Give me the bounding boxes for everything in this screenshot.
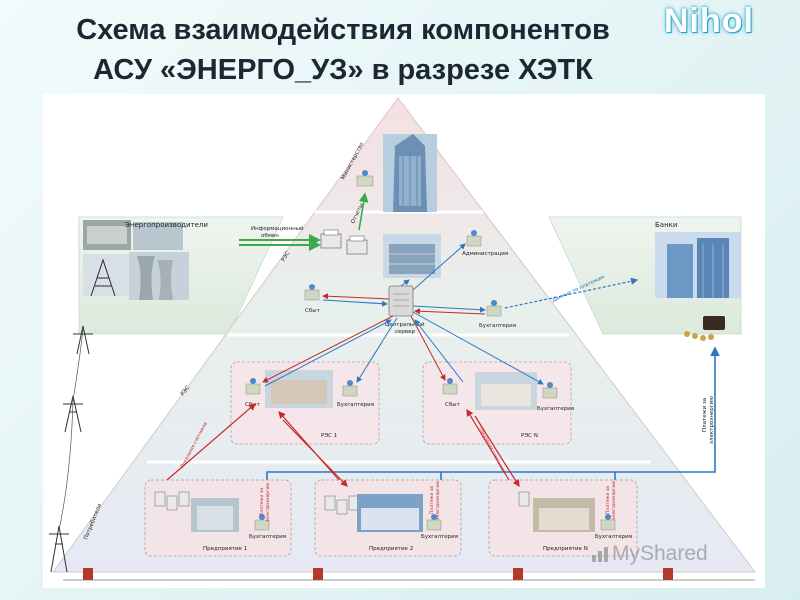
watermark-text: MyShared xyxy=(612,542,708,565)
enterprise-2-box xyxy=(314,479,462,557)
payments-label-1: Платежи за xyxy=(702,398,708,432)
enterprise-n-payments-2: электроэнергию xyxy=(612,481,617,520)
server-to-res1-sales-arrow xyxy=(262,315,394,383)
enterprise-1-box xyxy=(144,479,292,557)
enterprise-1-accounting-label: Бухгалтерия xyxy=(249,534,286,540)
enterprise-1-accounting-icon xyxy=(254,514,270,531)
server-to-resn-accounting-arrow xyxy=(412,311,544,385)
res-1-name: РЭС 1 xyxy=(321,433,337,439)
res-n-accounting-icon xyxy=(542,382,558,399)
wallet-coins-icon xyxy=(684,316,725,341)
enterprise-1-payments-1: Платежи за xyxy=(259,488,265,516)
ministry-operator-icon xyxy=(356,170,374,187)
res1-to-enterprise2-arrow xyxy=(282,419,348,487)
central-sales-icon xyxy=(304,284,320,301)
reports-printer-icons xyxy=(320,229,368,255)
res-n-sales-icon xyxy=(442,378,458,395)
payment-data-arrow xyxy=(504,277,639,309)
producers-images xyxy=(83,220,189,300)
enterprise-2-payments-1: Платежи за xyxy=(429,486,435,514)
distribution-line xyxy=(63,568,755,581)
enterprise-2-accounting-icon xyxy=(426,514,442,531)
head-office-building-image xyxy=(383,234,441,278)
enterprise-2-payments-2: электроэнергию xyxy=(436,481,441,520)
res-1-box xyxy=(230,361,380,445)
res-1-sales-label: Сбыт xyxy=(245,402,261,408)
server-to-res1-accounting-arrow xyxy=(356,317,398,383)
central-server-label-1: Центральный xyxy=(385,321,425,328)
enterprise-n-accounting-icon xyxy=(600,514,616,531)
banks-label: Банки xyxy=(655,221,677,229)
enterprise-n-payments-1: Платежи за xyxy=(605,486,611,514)
resn-to-enterprisen-arrow xyxy=(474,415,520,488)
watermark-chart-icon xyxy=(592,547,608,562)
central-accounting-label: Бухгалтерия xyxy=(479,323,516,329)
resn-to-server-arrow xyxy=(414,319,464,383)
bank-building-image xyxy=(655,232,741,298)
payments-label-2: электроэнергию xyxy=(709,396,715,444)
title-line-1: Схема взаимодействия компонентов xyxy=(76,14,610,46)
server-to-head-office-arrow xyxy=(400,279,410,287)
server-to-accounting-arrow xyxy=(412,305,486,313)
enterprise-1-name: Предприятие 1 xyxy=(203,546,247,552)
brand-logo: Nihol xyxy=(664,2,754,40)
level-label-res: РЭС xyxy=(180,385,192,397)
central-accounting-icon xyxy=(486,300,502,317)
meter-readings-arrow-3 xyxy=(466,408,510,481)
enterprise-n-box xyxy=(488,479,638,557)
meter-readings-arrow-1 xyxy=(166,403,256,481)
reports-to-ministry-arrow xyxy=(358,192,369,231)
res-n-sales-label: Сбыт xyxy=(445,402,461,408)
payments-bus-line xyxy=(266,466,716,480)
res-1-accounting-label: Бухгалтерия xyxy=(337,402,374,408)
ministry-building-image xyxy=(383,134,437,212)
diagram-canvas: Министерство Отчеты Информационный обмен… xyxy=(49,97,757,581)
server-to-sales-arrow xyxy=(322,293,390,300)
res-ref-label: РЭС xyxy=(281,250,292,263)
administration-icon xyxy=(466,230,482,247)
server-to-resn-sales-arrow xyxy=(410,315,446,381)
interaction-diagram: Министерство Отчеты Информационный обмен… xyxy=(43,94,765,588)
info-exchange-label-2: обмен xyxy=(261,233,279,239)
enterprise-2-accounting-label: Бухгалтерия xyxy=(421,534,458,540)
pyramid xyxy=(52,97,757,573)
server-to-admin-arrow xyxy=(412,243,466,291)
power-line-towers xyxy=(49,325,93,573)
enterprise-1-payments-2: электроэнергию xyxy=(266,483,271,522)
res1-sales-to-server-arrow xyxy=(264,319,392,387)
central-sales-label: Сбыт xyxy=(305,308,321,314)
res-1-sales-icon xyxy=(245,378,261,395)
central-server-icon xyxy=(388,285,414,317)
title-line-2: АСУ «ЭНЕРГО_УЗ» в разрезе ХЭТК xyxy=(93,54,593,86)
producers-label: Энергопроизводители xyxy=(125,221,208,229)
enterprise-2-name: Предприятие 2 xyxy=(369,546,413,552)
res-n-accounting-label: Бухгалтерия xyxy=(537,406,574,412)
enterprise-n-accounting-label: Бухгалтерия xyxy=(595,534,632,540)
central-server-label-2: сервер xyxy=(395,329,416,335)
administration-label: Администрация xyxy=(462,251,508,257)
accounting-to-server-arrow xyxy=(414,308,486,315)
slide-title: Схема взаимодействия компонентов АСУ «ЭН… xyxy=(18,10,668,90)
res-n-name: РЭС N xyxy=(521,433,538,439)
res-1-accounting-icon xyxy=(342,380,358,397)
res-n-box xyxy=(422,361,572,445)
info-exchange-label-1: Информационный xyxy=(251,225,304,232)
enterprise-n-name: Предприятие N xyxy=(543,546,588,552)
sales-to-server-arrow xyxy=(322,299,388,307)
